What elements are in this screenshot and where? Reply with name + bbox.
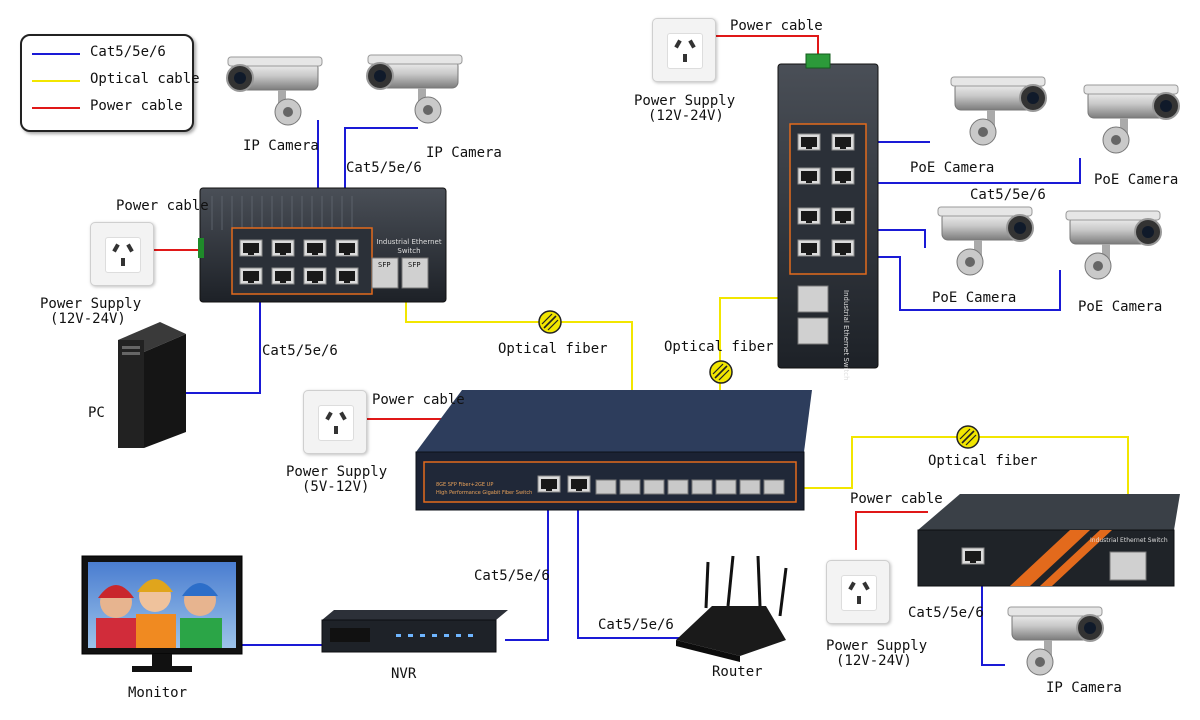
small-industrial-switch	[917, 494, 1180, 587]
cable-label: Cat5/5e/6	[908, 605, 984, 621]
legend-label: Power cable	[90, 98, 183, 114]
ip-camera-label: IP Camera	[1046, 680, 1122, 696]
power-supply-label: Power Supply	[40, 296, 142, 312]
power-supply-label: Power Supply	[826, 638, 928, 654]
sfp-label: SFP	[408, 261, 421, 269]
router-label: Router	[712, 664, 763, 680]
cable-label: Optical fiber	[928, 453, 1038, 469]
ip-camera-icon	[1007, 606, 1104, 676]
pc-label: PC	[88, 405, 105, 421]
small-switch-label: Industrial Ethernet Switch	[1090, 537, 1168, 544]
power-supply-label: Power Supply	[634, 93, 736, 109]
right-switch-side-label: Industrial Ethernet Switch	[842, 290, 850, 381]
fiber-connector-icon	[709, 360, 733, 384]
legend-swatch-yellow	[32, 80, 80, 82]
power-outlet-icon	[652, 18, 716, 82]
cable-label: Power cable	[116, 198, 209, 214]
poe-camera-label: PoE Camera	[1078, 299, 1163, 315]
center-fiber-switch	[415, 390, 812, 511]
poe-camera-icon	[937, 206, 1034, 276]
cable-label: Optical fiber	[498, 341, 608, 357]
poe-camera-icon	[950, 76, 1047, 146]
cable-label: Cat5/5e/6	[474, 568, 550, 584]
poe-camera-icon	[1083, 84, 1180, 154]
fiber-connector-icon	[956, 425, 980, 449]
ip-camera-label: IP Camera	[426, 145, 502, 161]
center-switch-line2: High Performance Gigabit Fiber Switch	[436, 490, 533, 496]
pc-tower	[118, 322, 186, 448]
nvr-label: NVR	[391, 666, 417, 682]
legend: Cat5/5e/6 Optical cable Power cable	[20, 34, 200, 132]
monitor-screen	[81, 555, 243, 672]
cable-label: Cat5/5e/6	[262, 343, 338, 359]
poe-camera-icon	[1065, 210, 1162, 280]
legend-swatch-blue	[32, 53, 80, 55]
poe-camera-label: PoE Camera	[1094, 172, 1179, 188]
cable-label: Power cable	[372, 392, 465, 408]
sfp-label: SFP	[378, 261, 391, 269]
nvr-device	[321, 610, 508, 653]
poe-camera-label: PoE Camera	[910, 160, 995, 176]
cable-label: Cat5/5e/6	[970, 187, 1046, 203]
monitor-label: Monitor	[128, 685, 188, 701]
power-supply-voltage: (12V-24V)	[50, 311, 126, 327]
power-supply-label: Power Supply	[286, 464, 388, 480]
ip-camera-icon	[366, 54, 463, 124]
right-industrial-switch	[777, 53, 879, 369]
left-switch-panel-label: Industrial Ethernet Switch	[376, 238, 442, 255]
ip-camera-icon	[226, 56, 323, 126]
power-outlet-icon	[303, 390, 367, 454]
cable-label: Power cable	[730, 18, 823, 34]
left-industrial-switch	[198, 187, 447, 303]
power-outlet-icon	[90, 222, 154, 286]
router-device	[676, 555, 788, 662]
legend-label: Optical cable	[90, 71, 200, 87]
poe-camera-label: PoE Camera	[932, 290, 1017, 306]
cable-label: Optical fiber	[664, 339, 774, 355]
power-supply-voltage: (12V-24V)	[648, 108, 724, 124]
ip-camera-label: IP Camera	[243, 138, 319, 154]
center-switch-line1: 8GE SFP Fiber+2GE UP	[436, 482, 494, 488]
cable-label: Cat5/5e/6	[598, 617, 674, 633]
fiber-connector-icon	[538, 310, 562, 334]
cable-label: Power cable	[850, 491, 943, 507]
power-outlet-icon	[826, 560, 890, 624]
power-supply-voltage: (12V-24V)	[836, 653, 912, 669]
legend-swatch-red	[32, 107, 80, 109]
power-supply-voltage: (5V-12V)	[302, 479, 370, 495]
cable-label: Cat5/5e/6	[346, 160, 422, 176]
legend-label: Cat5/5e/6	[90, 44, 166, 60]
